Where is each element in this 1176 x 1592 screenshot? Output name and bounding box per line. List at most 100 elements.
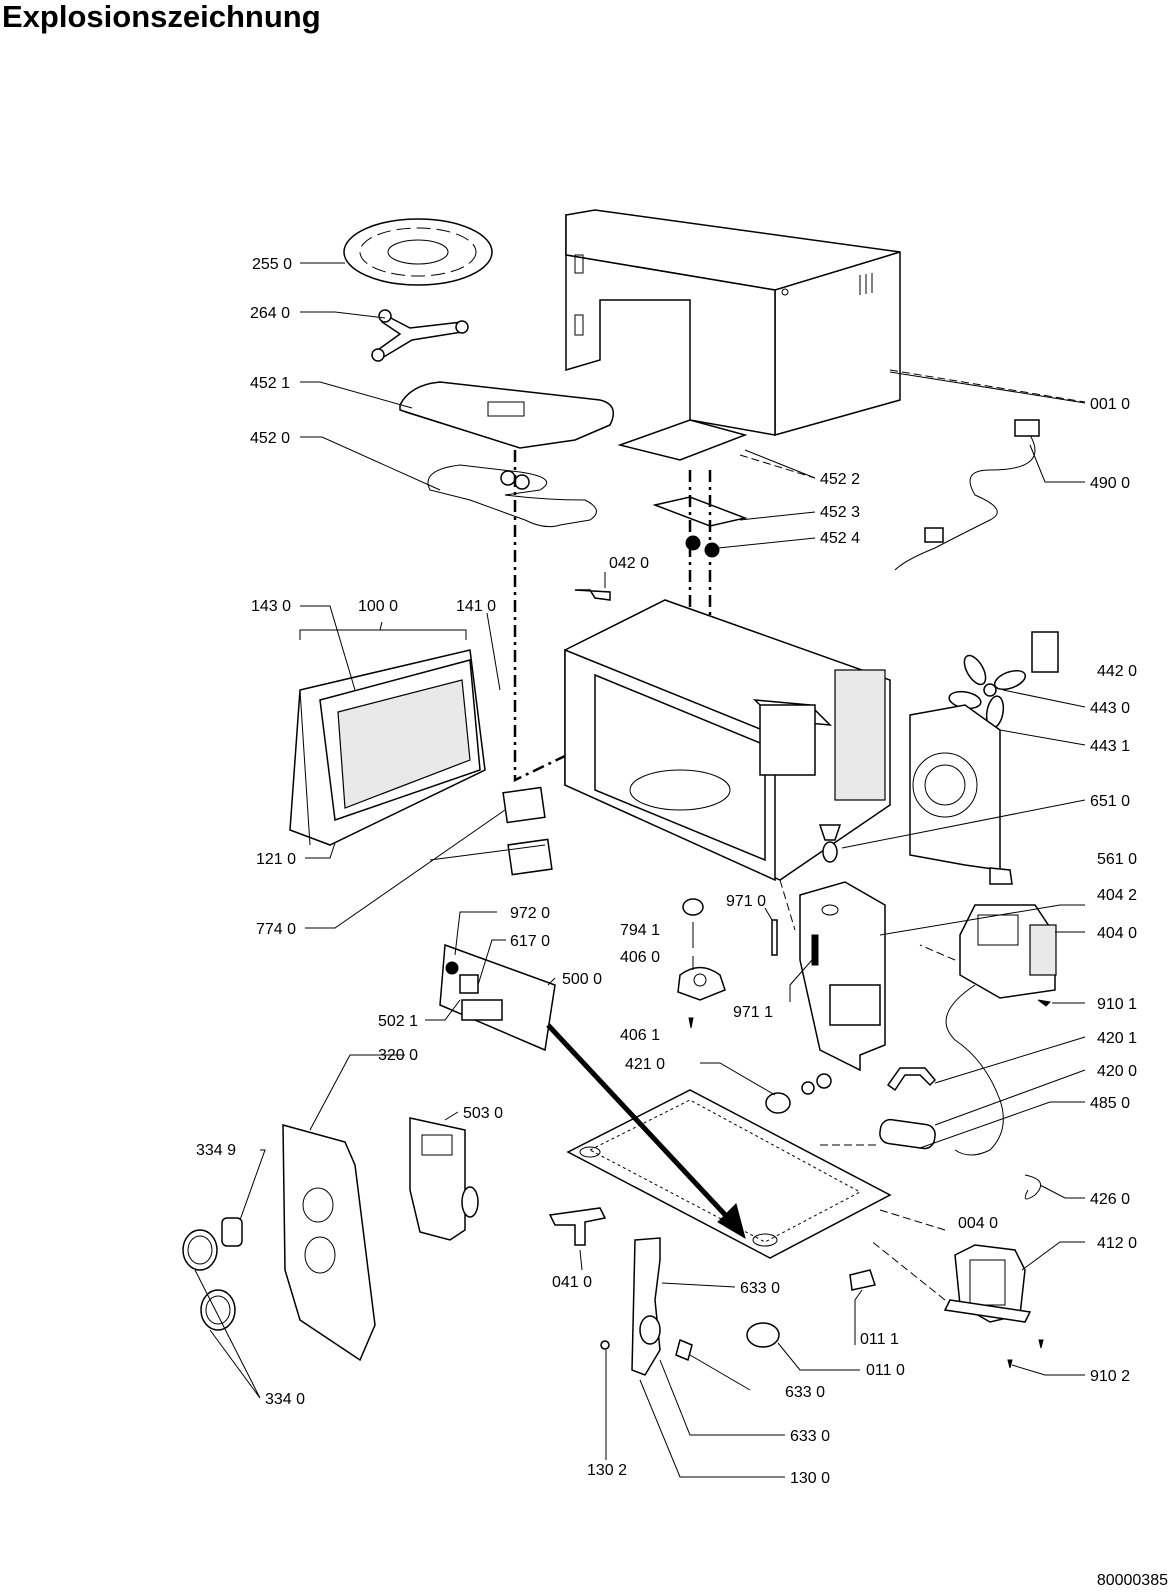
microswitch-rod: [771, 919, 778, 956]
leader-lines: [194, 262, 1086, 1478]
part-label: 452 0: [250, 430, 290, 447]
knob-clip: [221, 1217, 243, 1247]
part-label: 452 1: [250, 375, 290, 392]
part-label: 264 0: [250, 305, 290, 322]
rubber-foot: [746, 1322, 780, 1348]
screw-910-2: [1007, 1359, 1013, 1369]
part-label: 406 0: [620, 949, 660, 966]
part-label: 004 0: [958, 1215, 998, 1232]
auxiliary-dashed-lines: [739, 369, 1086, 1301]
assembly-line-grill-left: [513, 450, 641, 782]
part-label: 651 0: [1090, 793, 1130, 810]
hv-diode: [1024, 1174, 1042, 1200]
part-label: 490 0: [1090, 475, 1130, 492]
part-label: 320 0: [378, 1047, 418, 1064]
glass-turntable-plate: [343, 218, 493, 286]
part-label: 100 0: [358, 598, 398, 615]
part-label: 130 0: [790, 1470, 830, 1487]
turntable-support: [371, 309, 469, 362]
part-label: 503 0: [463, 1105, 503, 1122]
part-label: 141 0: [456, 598, 496, 615]
part-label: 971 0: [726, 893, 766, 910]
knob-a: [182, 1229, 218, 1271]
knob-b: [200, 1289, 236, 1331]
part-label: 633 0: [785, 1384, 825, 1401]
transformer: [959, 904, 1057, 999]
base-plate: [566, 1089, 892, 1259]
control-bracket: [548, 1207, 607, 1246]
fan-housing: [909, 704, 1001, 871]
power-cord: [894, 419, 1040, 571]
thermostat: [989, 867, 1013, 885]
part-label: 502 1: [378, 1013, 418, 1030]
part-label: 633 0: [740, 1280, 780, 1297]
screw-406-1: [688, 1017, 694, 1029]
part-label: 404 0: [1097, 925, 1137, 942]
part-label: 011 1: [860, 1331, 899, 1348]
part-label: 442 0: [1097, 663, 1137, 680]
waveguide-cover-a: [502, 786, 546, 824]
switch-module: [409, 1117, 479, 1241]
waveguide-cover-b: [507, 838, 553, 876]
part-label: 971 1: [733, 1004, 773, 1021]
part-label: 404 2: [1097, 887, 1137, 904]
part-label: 910 2: [1090, 1368, 1130, 1385]
control-panel: [282, 1124, 376, 1362]
part-label: 406 1: [620, 1027, 660, 1044]
part-label: 420 0: [1097, 1063, 1137, 1080]
control-pcb: [439, 943, 556, 1052]
outer-casing: [565, 209, 901, 436]
capacitor-clamp: [886, 1067, 937, 1092]
wire-harness: [945, 984, 1004, 1156]
part-label: 121 0: [256, 851, 296, 868]
part-label: 972 0: [510, 905, 550, 922]
door-bracket-lines: [299, 621, 467, 640]
foot-bracket: [849, 1269, 876, 1291]
part-label: 042 0: [609, 555, 649, 572]
part-label: 910 1: [1097, 996, 1137, 1013]
part-label: 500 0: [562, 971, 602, 988]
oven-cavity: [564, 599, 891, 882]
part-label: 485 0: [1090, 1095, 1130, 1112]
part-label: 774 0: [256, 921, 296, 938]
part-label: 255 0: [252, 256, 292, 273]
part-label: 130 2: [587, 1462, 627, 1479]
part-label: 452 4: [820, 530, 860, 547]
fan-motor-bracket: [1031, 631, 1059, 673]
screw-910-2b: [1038, 1339, 1044, 1349]
oven-lamp: [818, 824, 842, 863]
grill-cover-plate: [399, 381, 615, 449]
turntable-motor: [677, 966, 726, 1001]
screw-910-1: [1037, 999, 1052, 1007]
door-assembly: [289, 649, 486, 846]
part-label: 617 0: [510, 933, 550, 950]
part-label: 001 0: [1090, 396, 1130, 413]
part-label: 794 1: [620, 922, 660, 939]
part-label: 420 1: [1097, 1030, 1137, 1047]
magnetron: [943, 1244, 1032, 1323]
small-bracket: [574, 589, 611, 601]
part-labels: 001 0 004 0 011 0 011 1 041 0 042 0 100 …: [196, 256, 1137, 1487]
grill-heating-element: [427, 464, 597, 528]
part-label: 011 0: [866, 1362, 905, 1379]
switch-bracket: [799, 881, 886, 1072]
door-switch-lever: [631, 1237, 693, 1376]
page-title: Explosionszeichnung: [2, 0, 321, 34]
ferrite-coupling: [765, 1073, 832, 1114]
part-label: 421 0: [625, 1056, 665, 1073]
part-label: 452 2: [820, 471, 860, 488]
part-label: 412 0: [1097, 1235, 1137, 1252]
fan-blade: [948, 654, 1027, 729]
part-label: 334 9: [196, 1142, 236, 1159]
grill-bracket: [652, 496, 748, 527]
part-label: 334 0: [265, 1391, 305, 1408]
part-label: 143 0: [251, 598, 291, 615]
part-label: 561 0: [1097, 851, 1137, 868]
mica-cover-plate: [617, 419, 748, 461]
part-label: 443 0: [1090, 700, 1130, 717]
turntable-coupler: [682, 898, 704, 916]
part-label: 633 0: [790, 1428, 830, 1445]
document-number: 80000385: [1096, 1572, 1168, 1589]
hv-capacitor: [879, 1118, 936, 1150]
